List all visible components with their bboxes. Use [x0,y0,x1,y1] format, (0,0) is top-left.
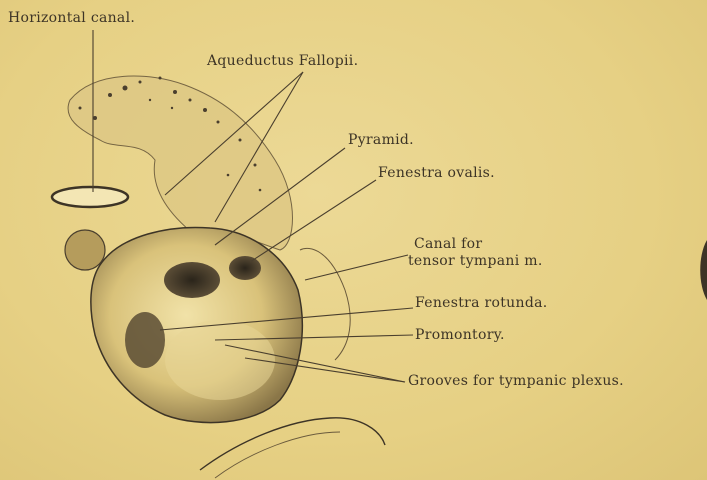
lower-bony-edge-inner [215,432,340,478]
label-promontory: Promontory. [415,327,505,343]
label-canal-tensor-tympani: Canal for tensor tympani m. [408,236,543,270]
label-canal-tensor-line1: Canal for [408,236,543,253]
lower-bony-edge [200,418,385,470]
label-fenestra-rotunda: Fenestra rotunda. [415,295,547,311]
label-fenestra-ovalis: Fenestra ovalis. [378,165,495,181]
fenestra-rotunda-opening [125,312,165,368]
leader-canal-tensor [305,255,408,280]
petrous-upper-region [68,76,292,250]
fenestra-ovalis-opening [164,262,220,298]
left-bony-knob [65,230,105,270]
label-pyramid: Pyramid. [348,132,414,148]
pyramid-opening [229,256,261,280]
horizontal-canal-opening [52,187,128,207]
label-grooves-tympanic-plexus: Grooves for tympanic plexus. [408,373,624,389]
label-aqueductus-fallopii: Aqueductus Fallopii. [207,53,358,69]
label-canal-tensor-line2: tensor tympani m. [408,253,543,270]
label-horizontal-canal: Horizontal canal. [8,10,135,26]
right-edge-fragment [700,240,707,300]
tensor-tympani-canal-outline [300,248,350,360]
